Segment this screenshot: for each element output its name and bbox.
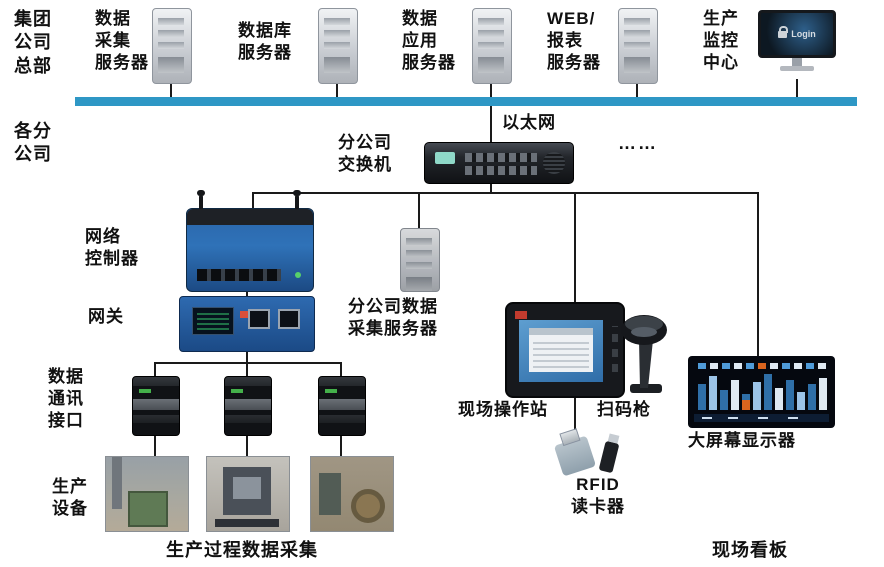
connector [154,434,156,456]
comm-interface-icon [318,376,366,436]
data-collection-server-icon [152,8,192,84]
database-server-label: 数据库 服务器 [238,21,292,63]
gateway-screen [192,307,234,335]
database-server-icon [318,8,358,84]
switch-label: 分公司 交换机 [338,133,392,175]
controller-top-panel [187,209,313,225]
photo-machine-window [233,477,261,499]
lock-icon [778,25,789,38]
equipment-label: 生产 设备 [52,477,88,519]
photo-machine [319,473,341,515]
connector [340,434,342,456]
ethernet-backbone-bar [75,97,857,106]
branch-switch-icon [424,142,574,184]
controller-ports [197,269,281,281]
scanner-label: 扫码枪 [597,400,651,419]
photo-coil [351,489,385,523]
hq-label: 集团 公司 总部 [14,9,52,76]
rfid-usb-stick [553,435,597,477]
antenna-icon [293,190,301,210]
web-report-server-label: WEB/ 报表 服务器 [547,9,601,73]
network-controller-icon [186,190,314,292]
photo-pillar [112,457,122,509]
rfid-label: RFID 读卡器 [571,475,625,517]
gateway-led [240,311,252,318]
big-screen-icon [688,356,835,428]
data-app-server-label: 数据 应用 服务器 [402,9,456,73]
photo-machine-base [215,519,279,527]
connector [418,192,420,228]
connector [154,362,156,376]
switch-ports [465,166,537,175]
connector [246,434,248,456]
comm-interface-icon [224,376,272,436]
branch-server-label: 分公司数据 采集服务器 [348,297,438,339]
connector [574,192,576,302]
monitoring-monitor-icon: Login [758,10,836,78]
monitor-base [780,66,814,71]
rfid-usb-stick [598,440,620,474]
station-indicator [515,311,527,319]
controller-label: 网络 控制器 [85,227,139,269]
ethernet-label: 以太网 [502,113,556,132]
station-screen [519,320,603,382]
connector [490,182,492,192]
controller-led [295,272,301,278]
station-buttons [612,326,618,372]
switch-ports [465,153,537,162]
connector [636,82,638,97]
connector [154,362,342,364]
connector [246,290,248,296]
connector [340,362,342,376]
web-report-server-icon [618,8,658,84]
connector [253,192,759,194]
field-station-icon [505,302,625,398]
data-collection-server-label: 数据 采集 服务器 [95,9,149,73]
kanban-caption: 现场看板 [712,540,788,560]
connector [490,106,492,143]
rfid-reader-icon [553,430,628,478]
process-caption: 生产过程数据采集 [166,540,318,560]
gateway-port [248,309,270,329]
gateway-icon [179,296,315,352]
equipment-photo [206,456,290,532]
connector [170,82,172,97]
branch-server-icon [400,228,440,292]
antenna-icon [197,190,205,210]
station-window [529,328,593,372]
gateway-label: 网关 [88,307,124,326]
connector [757,192,759,356]
equipment-photo [310,456,394,532]
equipment-photo [105,456,189,532]
branch-label: 各分 公司 [14,121,52,165]
station-label: 现场操作站 [458,400,548,419]
barcode-scanner-icon [621,315,667,393]
connector [336,82,338,97]
connector [796,79,798,97]
connector [246,362,248,376]
login-text: Login [791,29,816,39]
gateway-port [278,309,300,329]
connector [574,394,576,430]
connector [490,82,492,97]
big-screen-label: 大屏幕显示器 [688,431,796,450]
connector [246,350,248,362]
monitor-screen: Login [758,10,836,58]
monitor-stand [792,58,802,66]
switch-chip [435,152,455,164]
monitor-center-label: 生产 监控 中心 [703,9,739,73]
photo-crate [128,491,168,527]
switch-vent [543,152,565,174]
data-app-server-icon [472,8,512,84]
comm-interface-icon [132,376,180,436]
ellipsis-text: …… [618,133,658,153]
comm-interface-label: 数据 通讯 接口 [48,367,84,431]
connector [252,192,254,210]
